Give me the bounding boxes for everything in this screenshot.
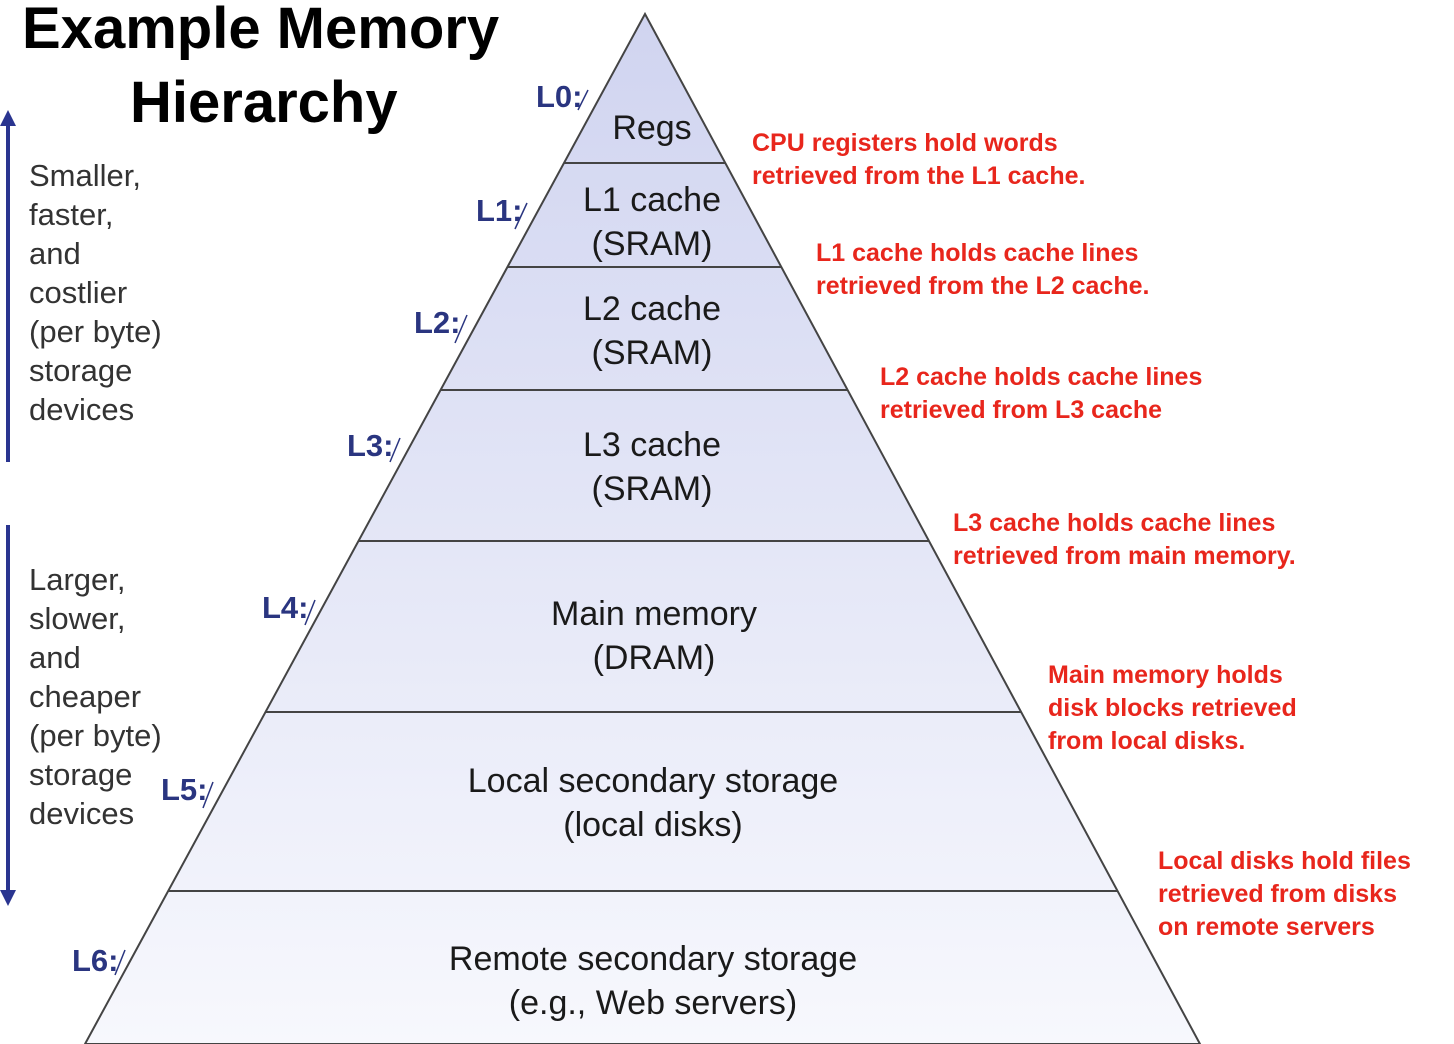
level-label-leader xyxy=(114,949,126,976)
note-l2: L2 cache holds cache lines retrieved fro… xyxy=(880,363,1203,424)
level-label-l0: L0: xyxy=(536,79,583,114)
note-l5: Local disks hold files retrieved from di… xyxy=(1158,847,1411,941)
level-label-l2: L2: xyxy=(414,305,461,340)
level-label-l3: L3: xyxy=(347,428,394,463)
level-label-l4: L4: xyxy=(262,590,309,625)
note-l3: L3 cache holds cache lines retrieved fro… xyxy=(953,509,1296,570)
level-label-leader xyxy=(389,437,401,463)
side-label-smaller-faster: Smaller, faster, and costlier (per byte)… xyxy=(29,158,162,427)
level-label-l1: L1: xyxy=(476,193,523,228)
tier-dividers xyxy=(168,162,1118,892)
level-label-leader xyxy=(202,781,214,809)
level-label-l6: L6: xyxy=(72,943,119,978)
diagram-title-line2: Hierarchy xyxy=(130,70,398,135)
tier-l1-cache: L1 cache (SRAM) xyxy=(583,181,721,263)
level-label-leaders xyxy=(114,89,589,976)
tier-l3-cache: L3 cache (SRAM) xyxy=(583,426,721,508)
level-label-leader xyxy=(577,89,589,111)
tier-local-secondary-storage: Local secondary storage (local disks) xyxy=(467,762,839,844)
note-l4: Main memory holds disk blocks retrieved … xyxy=(1048,661,1297,755)
level-label-l5: L5: xyxy=(161,772,208,807)
tier-regs: Regs xyxy=(612,109,692,147)
level-label-leader xyxy=(514,202,528,230)
pyramid-body xyxy=(83,11,1202,1044)
level-label-leader xyxy=(454,314,468,344)
side-label-larger-slower: Larger, slower, and cheaper (per byte) s… xyxy=(29,562,162,831)
diagram-title-line1: Example Memory xyxy=(22,0,500,61)
tier-main-memory: Main memory (DRAM) xyxy=(551,595,757,677)
note-l0: CPU registers hold words retrieved from … xyxy=(752,129,1086,190)
tier-l2-cache: L2 cache (SRAM) xyxy=(583,290,721,372)
tier-remote-secondary-storage: Remote secondary storage (e.g., Web serv… xyxy=(448,940,858,1022)
level-label-leader xyxy=(304,599,316,626)
note-l1: L1 cache holds cache lines retrieved fro… xyxy=(816,239,1150,300)
